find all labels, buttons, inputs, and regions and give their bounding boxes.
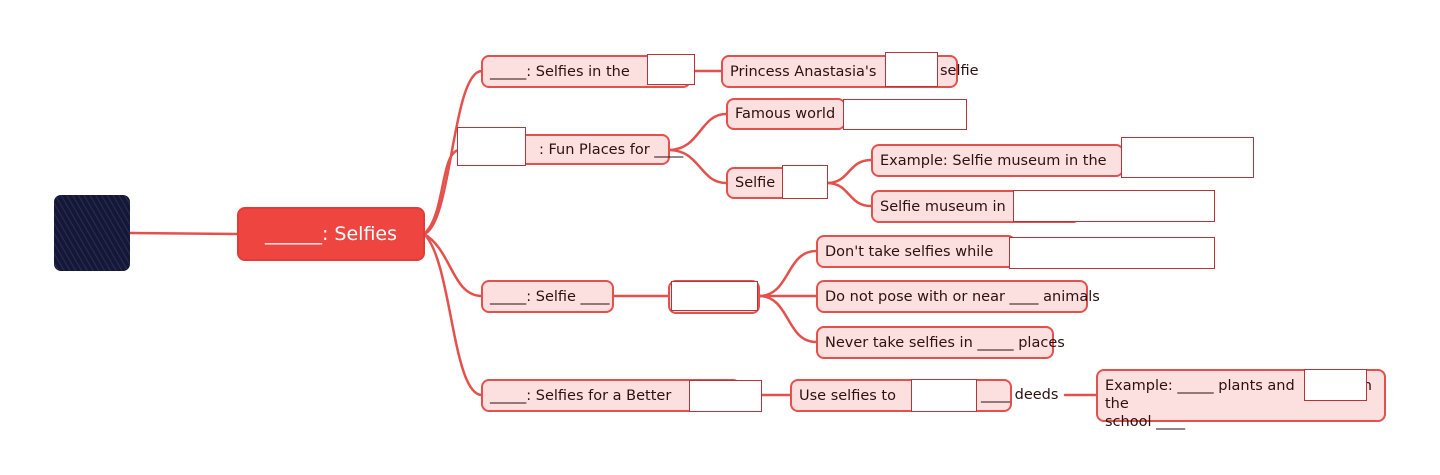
blank-box-5[interactable] <box>782 165 828 199</box>
blank-box-3[interactable] <box>457 127 526 166</box>
blank-box-7[interactable] <box>1013 190 1215 222</box>
branch-label: : Fun Places for ____ <box>539 141 684 158</box>
node-label: Selfie museum in <box>880 198 1006 215</box>
blank-box-12[interactable] <box>1304 369 1367 401</box>
connector-main-b4 <box>422 232 484 397</box>
node-text: Example: _____ plants andin the school _… <box>1105 377 1377 431</box>
node-example-selfie-museum[interactable]: Example: Selfie museum in the <box>871 144 1124 177</box>
branch-label: _____: Selfie ____ <box>490 288 610 305</box>
node-label: Famous world <box>735 106 836 122</box>
branch-label: _____: Selfies for a Better <box>490 387 672 404</box>
central-image[interactable] <box>54 195 130 271</box>
blank-box-1[interactable] <box>647 54 695 85</box>
node-label: Princess Anastasia's <box>730 63 877 80</box>
blank-box-11[interactable] <box>911 379 977 412</box>
node-label: Selfie <box>735 175 776 191</box>
node-dangerous-animals[interactable]: Do not pose with or near ____ animals <box>816 280 1100 313</box>
connector-main-b2 <box>422 148 462 236</box>
blank-box-4[interactable] <box>843 99 967 130</box>
main-topic-label: ______: Selfies <box>264 223 398 245</box>
node-use-selfies-to[interactable]: Use selfies to <box>790 379 1012 412</box>
connector-root-main <box>128 231 239 236</box>
connector-b3-b3c3 <box>757 294 818 344</box>
node-dont-take-selfies-while[interactable]: Don't take selfies while <box>816 235 1016 268</box>
node-never-take-selfies[interactable]: Never take selfies in _____ places <box>816 326 1065 359</box>
node-label: Never take selfies in _____ places <box>825 334 1065 351</box>
node-example-plants[interactable]: Example: _____ plants andin the school _… <box>1096 369 1386 430</box>
connector-b2c2-b2c2a <box>825 158 873 185</box>
node-suffix-deeds: ____ deeds <box>981 387 1059 403</box>
connector-main-b1 <box>422 69 484 236</box>
node-label-line2: school ____ <box>1105 414 1186 430</box>
branch-selfie-safety[interactable]: _____: Selfie ____ <box>481 280 614 313</box>
branch-label: _____: Selfies in the <box>490 63 630 80</box>
node-label: Example: Selfie museum in the <box>880 152 1107 169</box>
node-label: Do not pose with or near ____ animals <box>825 288 1100 305</box>
connector-b3-b3c1 <box>757 249 818 298</box>
node-famous-world[interactable]: Famous world <box>726 98 846 130</box>
connector-main-b3 <box>422 232 484 298</box>
blank-box-2[interactable] <box>885 52 938 87</box>
main-topic[interactable]: ______: Selfies <box>237 207 425 261</box>
connector-b2-b2c1 <box>667 112 728 152</box>
connector-b2c2-b2c2b <box>825 181 873 208</box>
node-label: Example: _____ plants and <box>1105 378 1295 394</box>
blank-box-6[interactable] <box>1121 137 1254 178</box>
blank-box-9[interactable] <box>671 281 758 311</box>
blank-box-10[interactable] <box>689 380 762 412</box>
node-label: Don't take selfies while <box>825 243 994 260</box>
node-suffix-selfie: selfie <box>940 63 979 79</box>
connector-b2-b2c2 <box>667 148 728 185</box>
node-label: Use selfies to <box>799 387 896 404</box>
blank-box-8[interactable] <box>1009 237 1215 269</box>
